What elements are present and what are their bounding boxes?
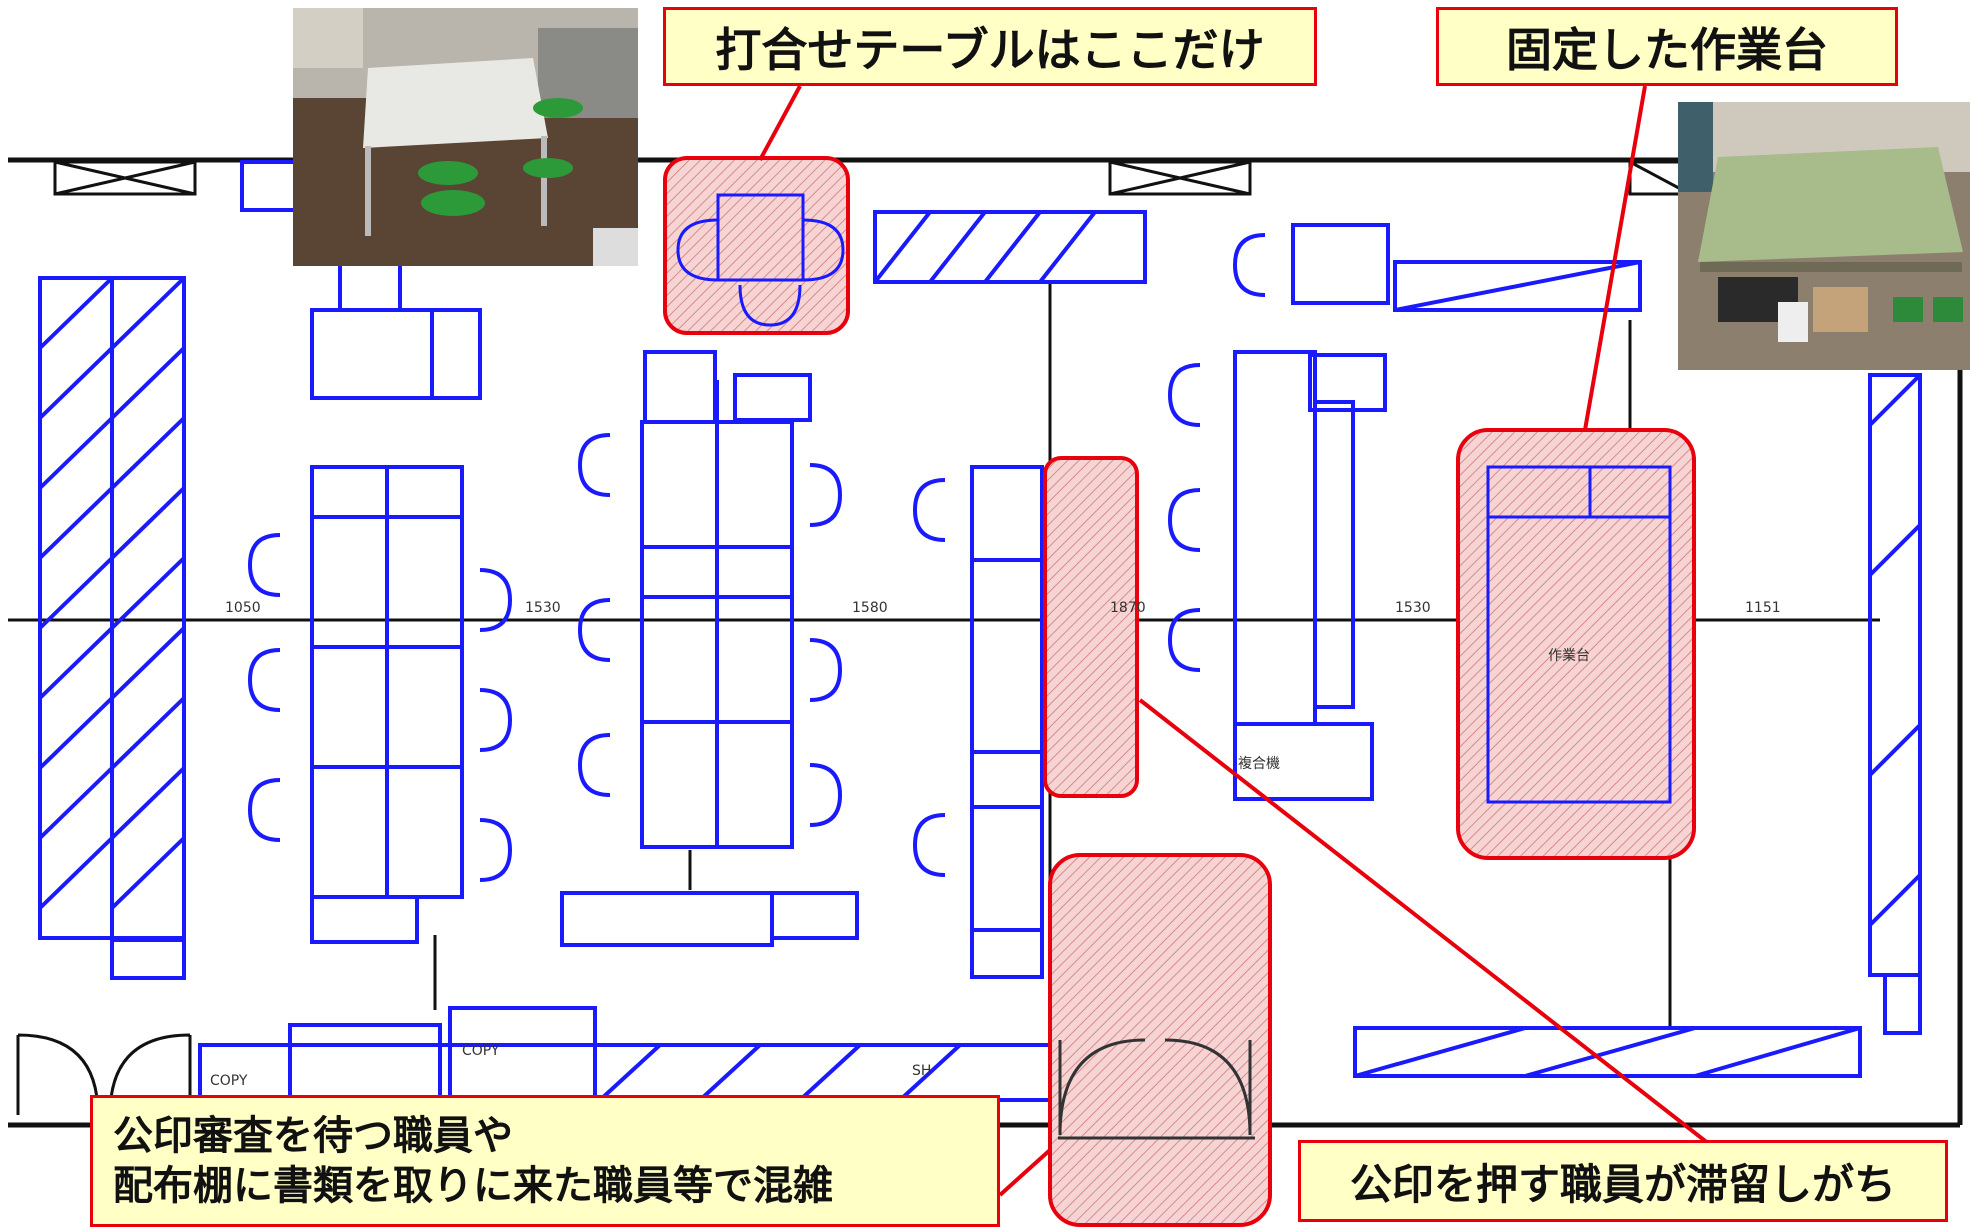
callout-fixed-workbench: 固定した作業台	[1436, 7, 1898, 86]
double-door	[1058, 1038, 1255, 1140]
dim-label-6: 1151	[1745, 600, 1781, 616]
dim-label-3: 1580	[852, 600, 888, 616]
dim-label-1: 1050	[225, 600, 261, 616]
callout-crowded-line-2: 配布棚に書類を取りに来た職員等で混雑	[113, 1163, 833, 1209]
callout-stamping-stagnation-text: 公印を押す職員が滞留しがち	[1349, 1159, 1896, 1209]
copy-label-1: COPY	[210, 1073, 248, 1089]
meeting-table-photo	[293, 8, 638, 266]
callout-stamping-stagnation: 公印を押す職員が滞留しがち	[1298, 1140, 1948, 1222]
highlight-workbench	[1456, 428, 1696, 860]
highlight-content	[676, 193, 1672, 804]
dim-label-4: 1870	[1110, 600, 1146, 616]
window-vents	[53, 160, 1692, 196]
highlight-meeting-table	[663, 156, 850, 335]
leader-lines	[758, 85, 1747, 1197]
callout-fixed-workbench-text: 固定した作業台	[1506, 22, 1828, 77]
highlight-entrance	[1048, 853, 1272, 1227]
mfp-label: 複合機	[1238, 755, 1280, 772]
sh-label: SH	[912, 1063, 931, 1079]
highlight-areas	[663, 156, 1696, 1227]
workbench-photo	[1678, 102, 1970, 370]
dim-label-5: 1530	[1395, 600, 1431, 616]
highlight-stamping-desk	[1043, 456, 1139, 798]
dim-label-2: 1530	[525, 600, 561, 616]
entrance-door	[16, 1033, 192, 1116]
furniture	[38, 160, 1922, 1102]
callout-meeting-table: 打合せテーブルはここだけ	[663, 7, 1317, 86]
copy-label-2: COPY	[462, 1043, 500, 1059]
callout-crowded-area: 公印審査を待つ職員や 配布棚に書類を取りに来た職員等で混雑	[90, 1095, 1000, 1227]
callout-crowded-line-1: 公印審査を待つ職員や	[113, 1113, 513, 1159]
workbench-label: 作業台	[1548, 648, 1590, 664]
callout-meeting-table-text: 打合せテーブルはここだけ	[715, 22, 1265, 77]
